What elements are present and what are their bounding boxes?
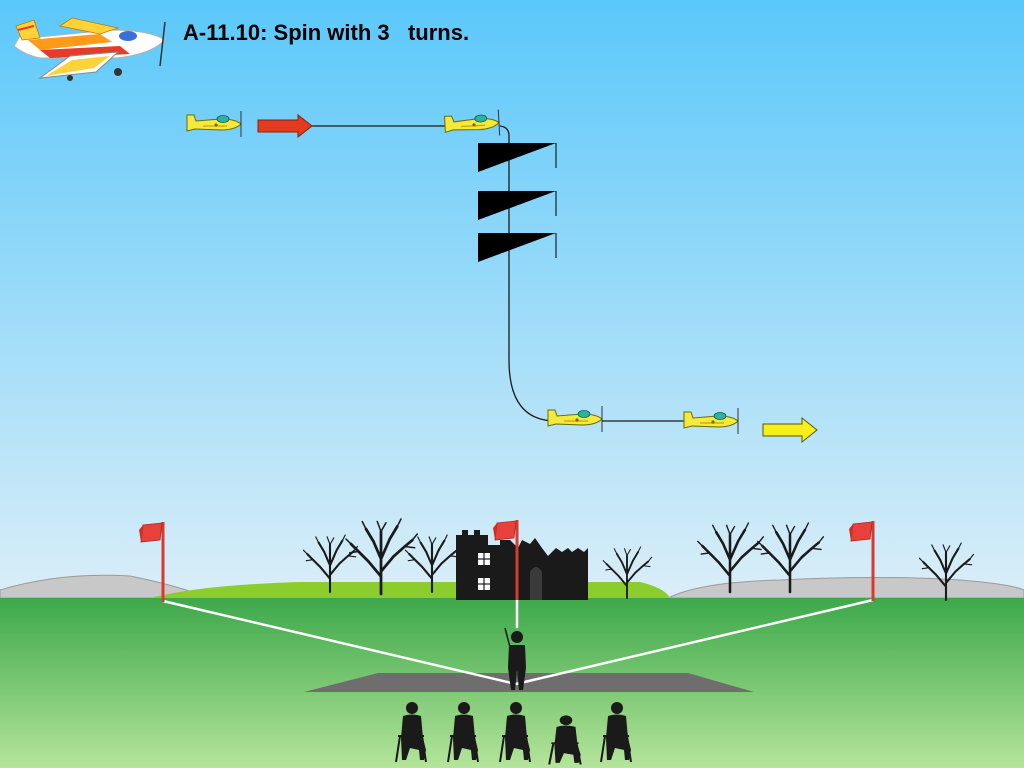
title-separator: :: [260, 20, 274, 45]
box-sight-lines: [162, 598, 874, 686]
title-text: Spin with 3 turns.: [273, 20, 470, 45]
spin-turn-icon: [478, 143, 557, 172]
entry-arrow-icon: [257, 113, 313, 139]
spin-turn-icon: [478, 191, 557, 220]
pilot-icon: [504, 627, 526, 690]
spin-turn-icon: [478, 233, 557, 262]
exit-arrow-icon: [762, 416, 818, 444]
castle-icon: [456, 530, 588, 600]
flight-path: [312, 125, 686, 422]
title-code: A-11.10: [183, 20, 261, 45]
runway: [304, 673, 754, 692]
logo-plane-icon: [13, 17, 166, 81]
sky: [0, 0, 1024, 600]
page-title: A-11.10: Spin with 3 turns.: [183, 20, 469, 46]
hill-right: [667, 577, 1024, 599]
